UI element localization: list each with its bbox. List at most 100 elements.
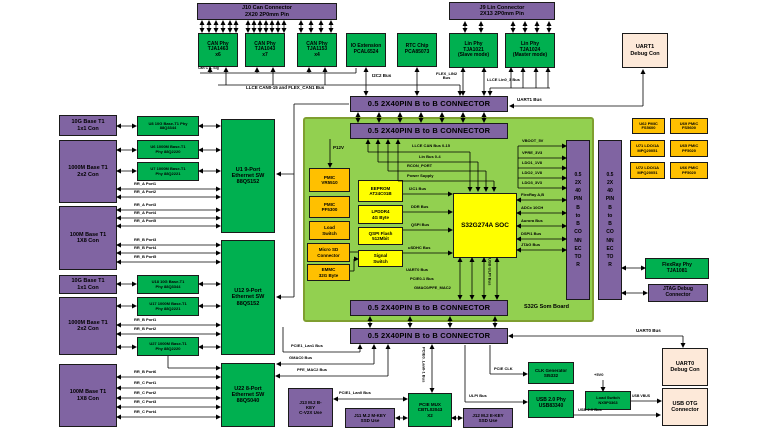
pmic-u65: U65 PMIC PF5020 xyxy=(670,140,708,157)
b2b-connector-vertical-outer: 0.5 2X 40 PIN B to B CO NN EC TO R xyxy=(598,140,622,300)
can-phy-tja1463: CAN Phy TJA1463 x6 xyxy=(198,33,238,67)
port-label: RR_C Port1 xyxy=(134,380,157,385)
switch-u22: U22 8-Port Ethernet SW 88Q5040 xyxy=(221,363,275,427)
micro-sd-connector: Micro SD Connector xyxy=(307,243,350,262)
pcie0-lan-bus-label: PCIE0_Lan0-1 Bus xyxy=(421,347,427,383)
load-switch-nx5p3363: Load Switch NX5P3363 xyxy=(585,391,631,410)
soc-bus-label: Aurora Bus xyxy=(521,218,543,223)
port-label: RR_A Port2 xyxy=(134,189,157,194)
can-phy-tja1043: CAN Phy TJA1043 x7 xyxy=(245,33,285,67)
port-label: RR_A Port4 xyxy=(134,210,157,215)
phy-u18-10g: U18 10G Base-T1 Phy 88Q3344 xyxy=(137,275,199,294)
llce-can-som-label: LLCE CAN Bus 0-15 xyxy=(412,143,451,148)
uart0-bus-label: UART0 Bus xyxy=(636,328,661,333)
usdhc-bus-label: uSDHC Bus xyxy=(408,245,431,250)
phy-u17-1000m: U17 1000M Base-T1 Phy 88Q2221 xyxy=(137,297,199,316)
p12v-label: P12V xyxy=(333,145,345,150)
pcie1-lan0-bus-label: PCIE1_Lan0 Bus xyxy=(339,390,371,395)
port-label: RR_A Port3 xyxy=(134,202,157,207)
pmic-u62: U62 PMIC FS5600 xyxy=(632,118,665,134)
lin-bus-som-label: Lin Bus 0-4 xyxy=(419,154,441,159)
usb2-bus-label: USB 2.0 Bus xyxy=(578,407,602,412)
jtag-debug-connector: JTAG Debug Connector xyxy=(648,284,708,302)
con-1000m-base-t1-a: 1000M Base T1 2x2 Con xyxy=(59,140,117,203)
usb-vbus-label: USB VBUS xyxy=(632,394,651,398)
switch-u1: U1 9-Port Ethernet SW 88Q5152 xyxy=(221,119,275,233)
pfe-mac2-bus-label: PFE_MAC2 Bus xyxy=(297,367,328,372)
clk-generator-si5332: CLK Generator SI5332 xyxy=(528,362,574,384)
rail-label: LDO3_3V3 xyxy=(522,180,543,185)
io-extension-pcal6524: IO Extension PCAL6524 xyxy=(346,33,386,67)
signal-switch: Signal Switch xyxy=(358,250,403,267)
b2b-connector-top-inner: 0.5 2X40PIN B to B CONNECTOR xyxy=(350,123,508,139)
ddr-bus-label: DDR Bus xyxy=(411,204,429,209)
eeprom-at24c01b: EEPROM AT24C01B xyxy=(358,180,403,202)
port-label: RR_A Port5 xyxy=(134,218,157,223)
lpddr4: LPDDR4 4G Byte xyxy=(358,205,403,224)
emmc: EMMC 32G Byte xyxy=(307,264,350,281)
pcie-clk-label: PCIE CLK xyxy=(494,366,513,371)
pmic-u66: U66 PMIC PF5020 xyxy=(670,162,708,179)
port-label: RR_C Port3 xyxy=(134,399,157,404)
port-label: RR_B Port2 xyxy=(134,326,157,331)
p5v0-label: +5V0 xyxy=(594,372,604,377)
uart0-debug-con: UART0 Debug Con xyxy=(662,348,708,386)
b2b-connector-top-outer: 0.5 2X40PIN B to B CONNECTOR xyxy=(350,96,508,112)
soc-bus-label: FlexRay A,B xyxy=(521,192,545,197)
usb2-phy-usb83340: USB 2.0 Phy USB83340 xyxy=(528,390,574,418)
llce-can-bus-label: LLCE CAN0-15 and FLEX_CAN1 Bus xyxy=(246,85,325,90)
uart1-bus-label: UART1 Bus xyxy=(517,97,542,102)
soc-bus-label: DSPI1 Bus xyxy=(521,231,542,236)
b2b-connector-bottom-inner: 0.5 2X40PIN B to B CONNECTOR xyxy=(350,300,508,316)
soc-bus-label: ADCx 10CH xyxy=(521,205,544,210)
pmic-pf5300: PMIC PF5300 xyxy=(309,196,350,218)
phy-u7-1000m: U7 1000M Base-T1 Phy 88Q2221 xyxy=(137,162,199,181)
can-ctl-sig-label: Can CTL Sig xyxy=(198,66,219,70)
port-label: RR_B Port3 xyxy=(134,237,157,242)
port-label: RR_B Port4 xyxy=(134,245,157,250)
pmic-u69: U69 PMIC FS5600 xyxy=(670,118,708,134)
gmac0-bus-label: GMAC0 Bus xyxy=(289,355,313,360)
usb-ulpi-bus-label: USB ULPI Bus xyxy=(487,258,493,286)
port-label: RR_B Port5 xyxy=(134,254,157,259)
port-label: RR_A Port1 xyxy=(134,181,157,186)
port-label: RR_C Port2 xyxy=(134,390,157,395)
pmic-vr5510: PMIC VR5510 xyxy=(309,168,350,192)
pcie1-lan1-bus-label: PCIE1_Lan1 Bus xyxy=(291,343,323,348)
ldo-u72: U72 LDO/1A MPQ20051 xyxy=(630,162,665,179)
flexray-phy-tja1081: FlexRay Phy TJA1081 xyxy=(645,258,709,279)
can-phy-tja1153: CAN Phy TJA1153 x4 xyxy=(297,33,337,67)
con-100m-base-t1-b: 100M Base T1 1X8 Con xyxy=(59,364,117,427)
b2b-connector-bottom-outer: 0.5 2X40PIN B to B CONNECTOR xyxy=(350,328,508,344)
ldo-u71: U71 LDO/1A MPQ20051 xyxy=(630,140,665,157)
soc-bus-label: JTAG Bus xyxy=(521,242,541,247)
rcon-port-label: RCON_PORT xyxy=(407,163,433,168)
con-10g-base-t1-a: 10G Base T1 1x1 Con xyxy=(59,115,117,136)
pcie-mux-cbtl02043: PCIE MUX CBTL02043 X2 xyxy=(408,393,452,427)
qspi-flash: QSPI Flash 512Mbit xyxy=(358,227,403,245)
rail-label: VPRE_3V3 xyxy=(522,150,543,155)
som-board xyxy=(303,117,594,322)
switch-u12: U12 9-Port Ethernet SW 88Q5152 xyxy=(221,240,275,355)
power-supply-label: Power Supply xyxy=(407,173,434,178)
flex-lin2-bus-label: FLEX_LIN2 Bus xyxy=(436,71,458,81)
uart1-debug-con: UART1 Debug Con xyxy=(622,33,668,68)
j12-m2-e-key: J12 M.2 E-KEY SSD Use xyxy=(463,408,513,428)
j11-m2-m-key: J11 M.2 M-KEY SSD Use xyxy=(345,408,395,428)
gmac-pfe-label: GMAC0/PFE_MAC2 xyxy=(414,285,451,290)
pcie01-bus-label: PCIE0-1 Bus xyxy=(410,276,434,281)
s32g274a-soc: S32G274A SOC xyxy=(453,193,517,258)
con-1000m-base-t1-b: 1000M Base T1 2x2 Con xyxy=(59,297,117,355)
ulpi-bus-label: ULPI Bus xyxy=(469,393,487,398)
phy-u27-1000m: U27 1000M Base-T1 Phy 88Q2220 xyxy=(137,337,199,356)
port-label: RR_C Port4 xyxy=(134,409,157,414)
b2b-connector-vertical-inner: 0.5 2X 40 PIN B to B CO NN EC TO R xyxy=(566,140,590,300)
j10-can-connector: J10 Can Connector 2X20 2P0mm Pin xyxy=(197,3,337,20)
j13-m2-b-key: J13 M.2 B- KEY C-V2X Use xyxy=(288,388,333,427)
load-switch-som: Load Switch xyxy=(309,221,350,240)
usb-otg-connector: USB OTG Connector xyxy=(662,388,708,426)
som-board-label: S32G Som Board xyxy=(524,304,569,310)
rail-label: LDO1_1V8 xyxy=(522,160,543,165)
j9-lin-connector: J9 Lin Connector 2X13 2P0mm Pin xyxy=(449,2,555,20)
